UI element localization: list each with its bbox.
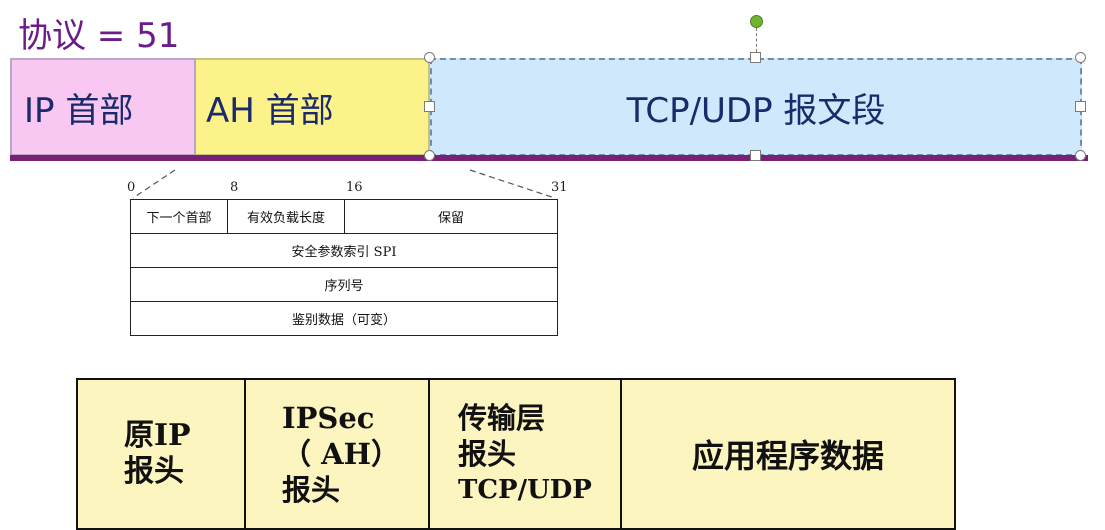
ipsec-ah-header-cell: IPSec （ AH） 报头 [244,378,430,530]
application-data-label: 应用程序数据 [691,437,884,475]
ah-field-sequence-number: 序列号 [130,267,558,302]
rotation-handle-line [756,28,757,52]
tcp-udp-segment[interactable]: TCP/UDP 报文段 [430,58,1082,156]
bit-label-0: 0 [127,180,136,195]
ah-field-spi: 安全参数索引 SPI [130,233,558,268]
ah-field-reserved-label: 保留 [437,211,464,226]
bit-label-31: 31 [551,180,568,195]
ah-field-reserved: 保留 [344,199,558,234]
resize-handle-top[interactable] [750,52,761,63]
ah-field-payload-length: 有效负载长度 [227,199,345,234]
ah-field-next-header-label: 下一个首部 [146,211,212,226]
tcp-udp-segment-label: TCP/UDP 报文段 [626,90,886,131]
resize-handle-right[interactable] [1075,101,1086,112]
transport-layer-header-line-1: 传输层 [458,401,546,435]
ip-header-segment[interactable]: IP 首部 [10,58,196,156]
ah-field-authentication-data-label: 鉴别数据（可变） [291,313,396,328]
ah-header-label: AH 首部 [206,90,334,131]
diagram-title: 协议 = 51 [18,16,180,56]
resize-handle-bottom-right[interactable] [1075,150,1086,161]
ipsec-ah-header-line-3: 报头 [282,473,341,507]
application-data-cell: 应用程序数据 [620,378,956,530]
ah-field-authentication-data: 鉴别数据（可变） [130,301,558,336]
ah-field-sequence-number-label: 序列号 [324,279,364,294]
resize-handle-bottom-left[interactable] [424,150,435,161]
ah-field-payload-length-label: 有效负载长度 [246,211,325,226]
ipsec-ah-header-line-2: （ AH） [282,437,400,471]
packet-underline [10,155,1088,161]
bit-label-8: 8 [230,180,239,195]
original-ip-header-line-1: 原IP [124,418,191,453]
ip-header-label: IP 首部 [24,90,134,131]
bit-label-16: 16 [346,180,363,195]
resize-handle-left[interactable] [424,101,435,112]
transport-layer-header-cell: 传输层 报头 TCP/UDP [428,378,622,530]
ipsec-ah-header-line-1: IPSec [282,401,375,435]
ah-field-next-header: 下一个首部 [130,199,228,234]
rotation-handle[interactable] [750,15,763,28]
transport-layer-header-line-3: TCP/UDP [458,475,592,505]
original-ip-header-line-2: 报头 [124,454,184,489]
resize-handle-bottom[interactable] [750,150,761,161]
resize-handle-top-left[interactable] [424,52,435,63]
resize-handle-top-right[interactable] [1075,52,1086,63]
transport-layer-header-line-2: 报头 [458,437,517,471]
original-ip-header-cell: 原IP 报头 [76,378,246,530]
ah-field-spi-label: 安全参数索引 SPI [291,245,397,260]
